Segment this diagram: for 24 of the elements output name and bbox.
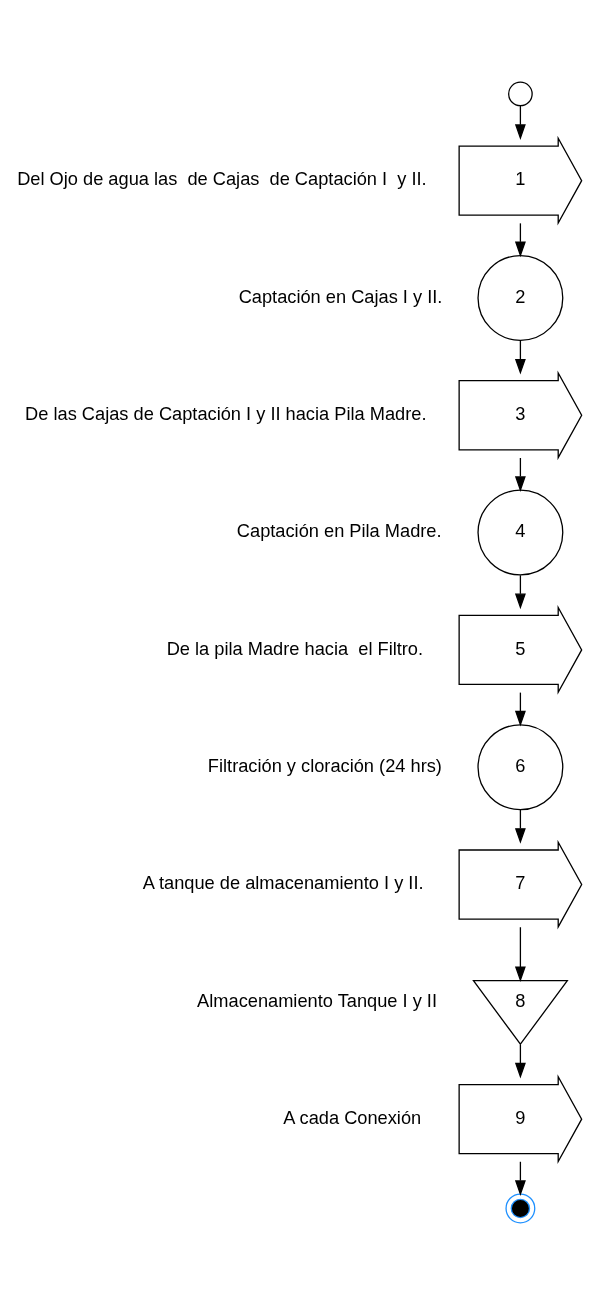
node-label: Filtración y cloración (24 hrs) <box>207 754 442 776</box>
node-circle <box>508 81 533 106</box>
arrow <box>514 1043 526 1078</box>
node-label: Del Ojo de agua las de Cajas de Captación I y II. <box>17 167 427 189</box>
node-circle <box>505 1192 536 1223</box>
arrow <box>514 222 526 257</box>
node-label: A cada Conexión <box>283 1106 422 1128</box>
node-label: De las Cajas de Captación I y II hacia Pila Madre. <box>25 402 427 424</box>
arrow <box>514 456 526 492</box>
arrow <box>514 691 526 727</box>
arrow <box>514 104 526 140</box>
node-label: A tanque de almacenamiento I y II. <box>142 871 424 893</box>
arrow <box>514 808 526 844</box>
arrow <box>514 926 526 982</box>
arrow <box>514 574 526 609</box>
arrow <box>514 339 526 375</box>
node-label: Almacenamiento Tanque I y II <box>197 989 437 1011</box>
node-label: Captación en Cajas I y II. <box>238 285 443 307</box>
node-circle: 4 <box>477 489 564 576</box>
node-label: Captación en Pila Madre. <box>236 519 442 541</box>
arrow <box>514 1160 526 1196</box>
node-label: De la pila Madre hacia el Filtro. <box>166 637 424 659</box>
node-circle: 2 <box>477 254 564 341</box>
node-circle: 6 <box>477 723 564 810</box>
